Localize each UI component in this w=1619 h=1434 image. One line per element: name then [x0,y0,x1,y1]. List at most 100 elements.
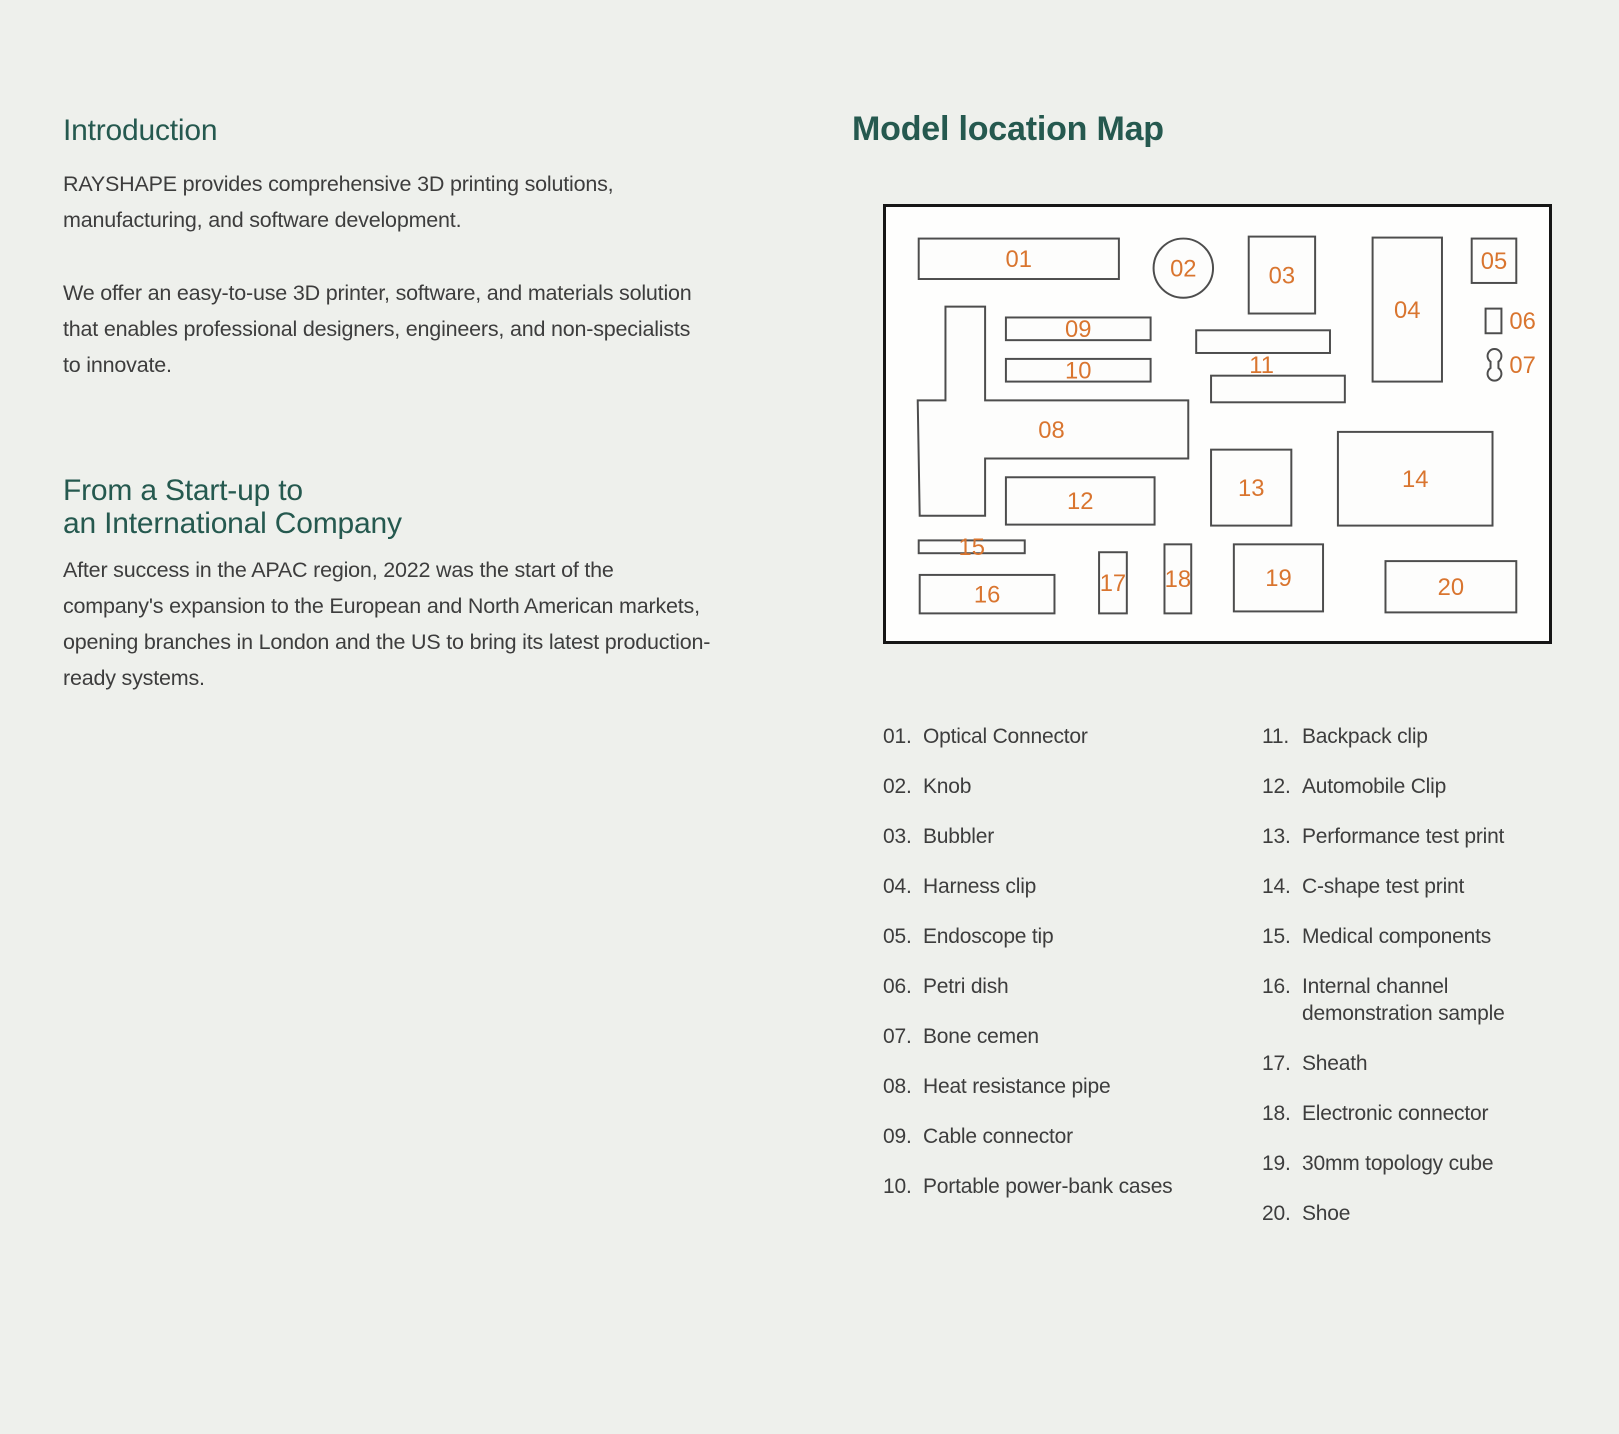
legend-item-name: C-shape test print [1302,875,1465,898]
map-shape-label-08: 08 [1038,418,1064,444]
map-shape-label-10: 10 [1065,359,1091,385]
map-shape-04 [1371,236,1443,383]
legend-item-12: 12. Automobile Clip [1262,773,1562,800]
map-shape-15 [917,539,1026,555]
legend-item-number: 14. [1262,875,1291,898]
legend-item-name: Bubbler [923,825,994,848]
legend-item-name: Petri dish [923,975,1009,998]
legend-item-07: 07.Bone cemen [883,1023,1262,1050]
map-shape-label-06: 06 [1509,309,1535,335]
legend-item-number: 01. [883,725,912,748]
map-shape-12 [1004,476,1156,526]
map-shape-07 [1486,348,1503,382]
map-shape-03 [1247,235,1317,315]
legend-item-name: Automobile Clip [1302,775,1447,798]
map-legend: 01. Optical Connector 02. Knob 03. Bubbler 04.… [883,723,1562,1250]
legend-item-number: 03. [883,825,912,848]
map-shape-label-18: 18 [1165,567,1191,593]
map-shape-11 [1210,374,1346,404]
map-shape-16 [918,573,1056,615]
map-shape-13 [1210,448,1293,527]
legend-item-number: 10. [883,1175,912,1198]
legend-column-1: 01. Optical Connector 02. Knob 03. Bubbler 04.… [883,723,1262,1250]
legend-item-name: Cable connector [923,1125,1073,1148]
map-shape-label-03: 03 [1269,263,1295,289]
map-shape-20 [1384,560,1518,614]
legend-item-name: Sheath [1302,1052,1368,1075]
legend-item-name: Harness clip [923,875,1037,898]
legend-item-10: 10. Portable power-bank cases [883,1173,1262,1200]
legend-item-number: 19. [1262,1152,1291,1175]
map-shape-02 [1152,237,1215,299]
legend-item-number: 04. [883,875,912,898]
legend-item-08: 08. Heat resistance pipe [883,1073,1262,1100]
map-shape-label-12: 12 [1067,489,1093,515]
legend-item-name: Backpack clip [1302,725,1428,748]
map-shape-label-09: 09 [1065,317,1091,343]
map-shape-01 [917,237,1120,280]
legend-item-03: 03. Bubbler [883,823,1262,850]
legend-item-name: Shoe [1302,1202,1351,1225]
legend-item-17: 17. Sheath [1262,1050,1562,1077]
legend-item-15: 15. Medical components [1262,923,1562,950]
legend-item-02: 02. Knob [883,773,1262,800]
legend-item-name: Heat resistance pipe [923,1075,1111,1098]
legend-item-16: 16. Internal channel demonstration sample [1262,973,1562,1027]
legend-item-18: 18. Electronic connector [1262,1100,1562,1127]
map-shape-label-17: 17 [1100,571,1126,597]
legend-item-name: Portable power-bank cases [923,1175,1173,1198]
legend-item-14: 14. C-shape test print [1262,873,1562,900]
legend-item-number: 02. [883,775,912,798]
map-shape-06 [1484,307,1503,335]
startup-heading-line2: an International Company [63,507,402,540]
legend-item-number: 09. [883,1125,912,1148]
intro-section: Introduction RAYSHAPE provides comprehen… [63,114,711,696]
legend-item-number: 15. [1262,925,1291,948]
legend-item-number: 08. [883,1075,912,1098]
legend-item-09: 09. Cable connector [883,1123,1262,1150]
map-shape-label-20: 20 [1438,575,1464,601]
legend-item-number: 05. [883,925,912,948]
legend-item-number: 20. [1262,1202,1291,1225]
startup-paragraph: After success in the APAC region, 2022 w… [63,558,711,690]
legend-item-11: 11.Backpack clip [1262,723,1562,750]
legend-item-name: Electronic connector [1302,1102,1489,1125]
intro-paragraph-2: We offer an easy-to-use 3D printer, soft… [63,281,692,377]
legend-item-name: Knob [923,775,972,798]
intro-paragraph-1: RAYSHAPE provides comprehensive 3D print… [63,172,614,232]
legend-item-name: Internal channel demonstration sample [1302,975,1505,1025]
startup-heading-line1: From a Start-up to [63,474,303,507]
legend-item-number: 12. [1262,775,1291,798]
map-shape-label-04: 04 [1394,298,1420,324]
legend-item-20: 20. Shoe [1262,1200,1562,1227]
map-shape-17 [1098,551,1128,615]
map-shape-label-19: 19 [1265,566,1291,592]
map-shape-label-02: 02 [1170,256,1196,282]
legend-item-name: 30mm topology cube [1302,1152,1494,1175]
map-shape-label-14: 14 [1402,467,1428,493]
legend-item-name: Medical components [1302,925,1491,948]
map-shape-label-15: 15 [958,535,984,561]
legend-item-number: 18. [1262,1102,1291,1125]
map-shape-label-01: 01 [1006,247,1032,273]
legend-item-number: 13. [1262,825,1291,848]
legend-item-name: Endoscope tip [923,925,1054,948]
map-shape-label-05: 05 [1481,249,1507,275]
map-shape-18 [1163,543,1193,615]
legend-item-number: 17. [1262,1052,1291,1075]
legend-column-2: 11.Backpack clip 12. Automobile Clip 13.Per… [1262,723,1562,1250]
map-shape-05 [1470,237,1518,284]
legend-item-01: 01. Optical Connector [883,723,1262,750]
legend-item-13: 13.Performance test print [1262,823,1562,850]
map-shape-label-07: 07 [1509,353,1535,379]
legend-item-06: 06. Petri dish [883,973,1262,1000]
legend-item-19: 19. 30mm topology cube [1262,1150,1562,1177]
legend-item-number: 06. [883,975,912,998]
legend-item-name: Optical Connector [923,725,1088,748]
map-shape-19 [1232,543,1325,613]
legend-item-number: 16. [1262,975,1291,998]
